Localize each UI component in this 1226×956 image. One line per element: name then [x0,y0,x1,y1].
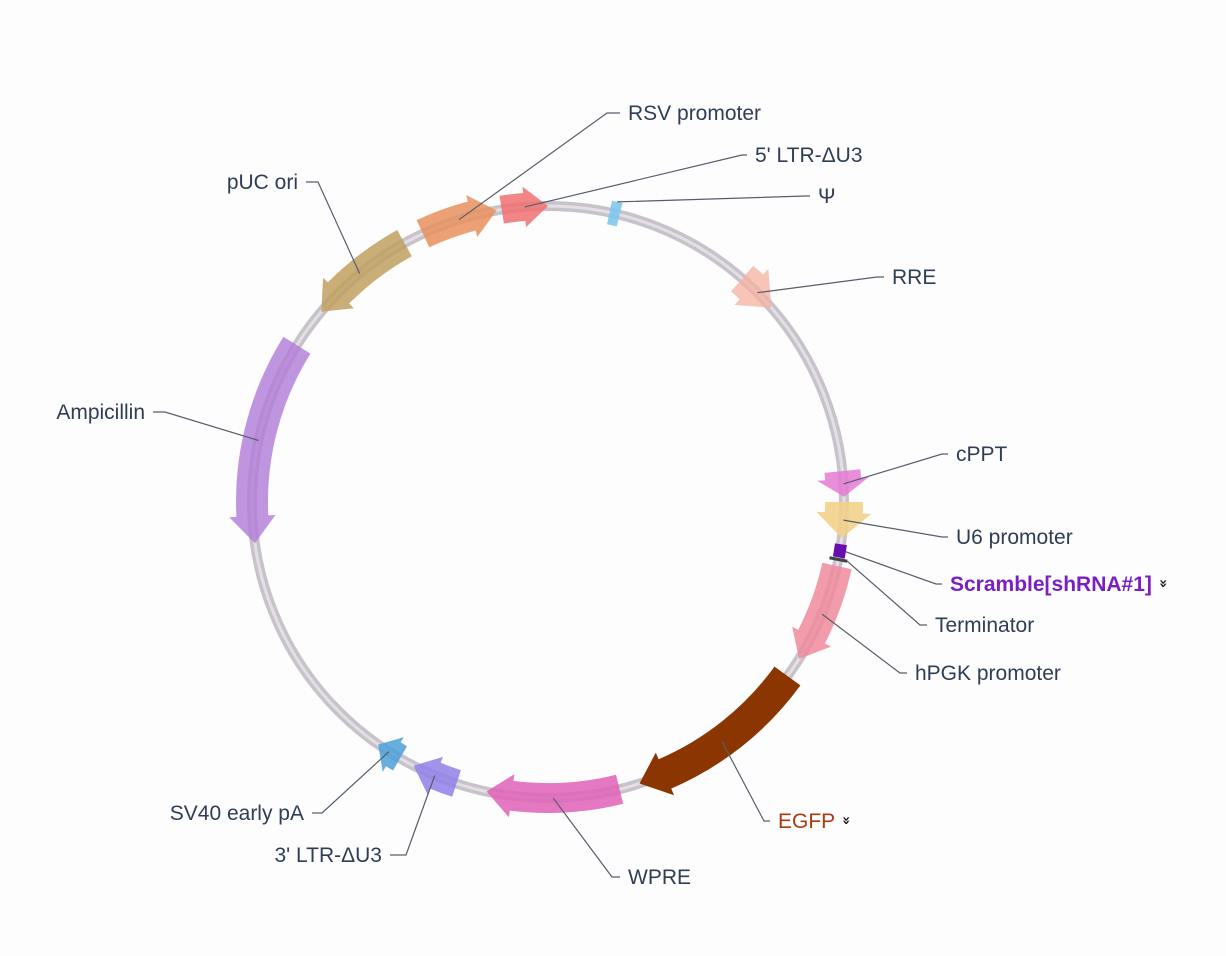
puc-ori-leader-line [306,181,361,274]
rre-leader-line [757,276,884,294]
cppt-label: cPPT [956,443,1008,466]
psi-leader-line [617,195,810,203]
scramble-expand-chevron-icon[interactable]: » [1155,579,1171,588]
ampicillin-label: Ampicillin [56,401,145,424]
psi-arrow[interactable] [607,200,623,227]
hpgk-promoter-label: hPGK promoter [915,662,1061,685]
scramble-leader-line [845,551,942,585]
ltr3-leader-line [390,775,436,856]
u6-promoter-label: U6 promoter [956,526,1073,549]
cppt-arrow[interactable] [817,469,870,497]
ampicillin-arrow[interactable] [229,336,311,544]
terminator-leader-line [846,560,927,626]
psi-label: Ψ [818,185,836,208]
egfp-label: EGFP [778,810,835,833]
rsv-promoter-label: RSV promoter [628,102,761,125]
scramble-label: Scramble[shRNA#1] [950,573,1152,596]
u6-promoter-leader-line [843,519,948,538]
rsv-promoter-arrow[interactable] [416,195,497,248]
cppt-leader-line [843,453,948,485]
egfp-expand-chevron-icon[interactable]: » [838,816,854,825]
ltr5-leader-line [524,154,747,208]
features-layer [229,186,872,818]
hpgk-promoter-leader-line [821,613,907,674]
wpre-leader-line [552,797,620,878]
puc-ori-label: pUC ori [227,171,298,194]
egfp-arrow[interactable] [639,666,801,796]
rre-label: RRE [892,266,936,289]
ltr5-arrow[interactable] [499,186,549,228]
sv40-pa-leader-line [312,751,390,814]
scramble-arrow[interactable] [832,543,847,559]
rre-arrow[interactable] [731,265,772,308]
hpgk-promoter-arrow[interactable] [792,562,852,659]
ltr5-label: 5' LTR-ΔU3 [755,144,863,167]
wpre-label: WPRE [628,866,691,889]
egfp-leader-line [721,741,770,822]
sv40-pa-label: SV40 early pA [170,802,304,825]
leaders-layer [153,112,948,878]
wpre-arrow[interactable] [486,774,624,818]
puc-ori-arrow[interactable] [321,230,412,312]
ltr3-arrow[interactable] [413,756,461,797]
ltr3-label: 3' LTR-ΔU3 [274,844,382,867]
ampicillin-leader-line [153,411,259,442]
rsv-promoter-leader-line [458,112,620,221]
terminator-arrow[interactable] [829,556,848,563]
sv40-pa-arrow[interactable] [378,737,407,772]
terminator-label: Terminator [935,614,1034,637]
